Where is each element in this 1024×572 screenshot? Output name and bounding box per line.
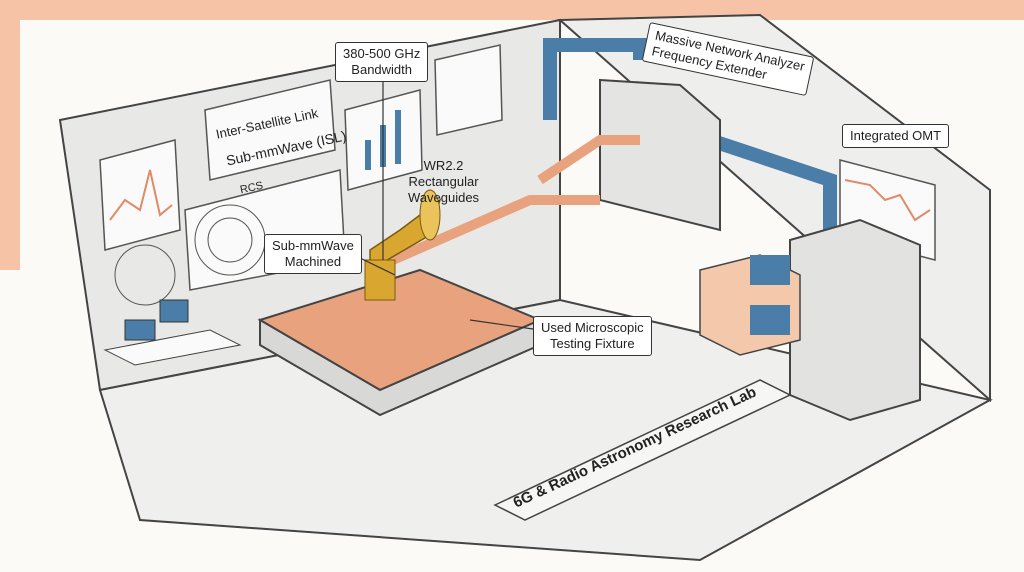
chart-panel	[99, 139, 181, 251]
line-panel	[434, 44, 503, 136]
isl-panel	[204, 79, 336, 181]
lab-sign-board	[493, 379, 792, 521]
fixture-callout: Used Microscopic Testing Fixture	[533, 316, 652, 356]
server-rack	[789, 218, 921, 422]
top-band	[0, 0, 1024, 20]
omt-callout: Integrated OMT	[842, 124, 950, 148]
machined-callout: Sub-mmWave Machined	[264, 234, 362, 274]
left-band	[0, 0, 20, 270]
waveguides-label: WR2.2 Rectangular Waveguides	[408, 158, 480, 205]
frequency-extender	[599, 78, 721, 232]
bandwidth-callout: 380-500 GHz Bandwidth	[335, 42, 429, 82]
